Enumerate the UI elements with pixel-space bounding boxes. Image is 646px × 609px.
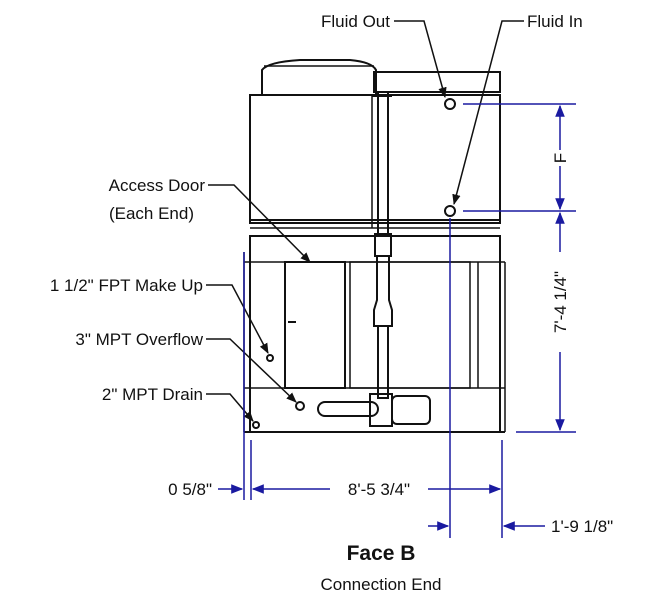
access-door-label: Access Door	[109, 176, 206, 195]
overflow-label: 3" MPT Overflow	[75, 330, 203, 349]
overflow-connection	[295, 401, 305, 411]
dimension-lines	[218, 103, 576, 538]
fluid-in-leader	[452, 20, 524, 206]
dim-height-label: 7'-4 1/4"	[551, 271, 570, 333]
figure-subtitle: Connection End	[321, 575, 442, 594]
pump-motor	[391, 395, 431, 425]
makeup-leader	[206, 284, 269, 354]
fluid-out-label: Fluid Out	[321, 12, 390, 31]
upper-casing	[249, 94, 501, 224]
dim-offset-left-label: 0 5/8"	[168, 480, 212, 499]
figure-title: Face B	[347, 542, 416, 565]
drain-label: 2" MPT Drain	[102, 385, 203, 404]
fluid-in-label: Fluid In	[527, 12, 583, 31]
overflow-leader	[206, 338, 297, 403]
access-door-leader	[208, 184, 311, 263]
callout-leaders	[206, 20, 524, 422]
dim-offset-right-label: 1'-9 1/8"	[551, 517, 613, 536]
dim-f-label: F	[551, 153, 570, 163]
tower-body	[243, 59, 506, 433]
drain-connection	[252, 421, 260, 429]
suction-pipe	[377, 325, 389, 399]
fluid-in-connection	[444, 205, 456, 217]
fluid-out-leader	[394, 20, 447, 99]
basin-panel	[349, 261, 471, 389]
fluid-out-connection	[444, 98, 456, 110]
pump-coupling	[374, 233, 392, 257]
riser-pipe	[377, 91, 389, 235]
dim-width-label: 8'-5 3/4"	[348, 480, 410, 499]
access-door	[284, 261, 346, 389]
top-header	[373, 71, 501, 93]
drain-leader	[206, 393, 254, 422]
access-door-sublabel: (Each End)	[109, 204, 194, 223]
pump-column	[373, 256, 393, 327]
makeup-label: 1 1/2" FPT Make Up	[50, 276, 203, 295]
strainer	[317, 401, 379, 417]
makeup-connection	[266, 354, 274, 362]
